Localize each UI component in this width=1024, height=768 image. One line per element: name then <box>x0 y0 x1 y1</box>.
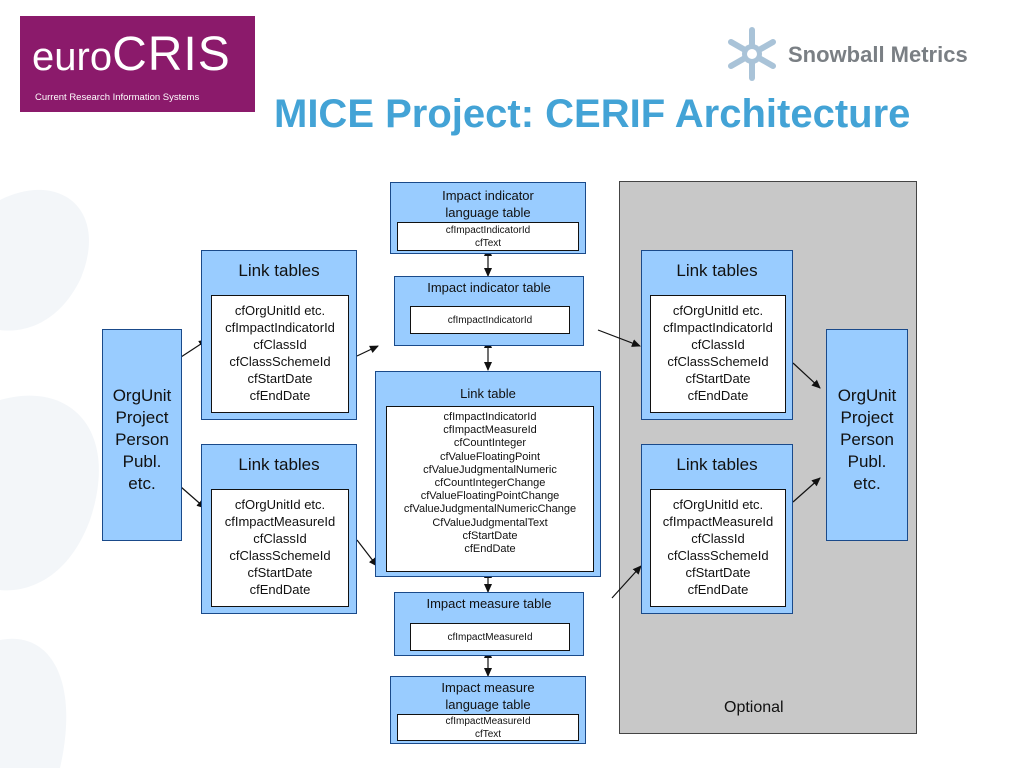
left-link-top-title: Link tables <box>238 261 320 280</box>
snowball-metrics-logo: Snowball Metrics <box>722 24 1012 86</box>
impact-measure-language-table: Impact measure language table cfImpactMe… <box>390 676 586 744</box>
central-link-fields: cfImpactIndicatorId cfImpactMeasureId cf… <box>386 406 594 572</box>
left-link-top-fields: cfOrgUnitId etc. cfImpactIndicatorId cfC… <box>211 295 349 413</box>
right-link-bottom-title: Link tables <box>676 455 758 474</box>
left-link-tables-bottom: Link tables cfOrgUnitId etc. cfImpactMea… <box>201 444 357 614</box>
central-link-table: Link table cfImpactIndicatorId cfImpactM… <box>375 371 601 577</box>
indicator-table-fields: cfImpactIndicatorId <box>410 306 570 334</box>
eurocris-logo: euroCRIS Current Research Information Sy… <box>20 16 255 112</box>
left-link-bottom-title: Link tables <box>238 455 320 474</box>
left-entity-box: OrgUnit Project Person Publ. etc. <box>102 329 182 541</box>
snowflake-icon <box>728 27 776 81</box>
left-link-bottom-fields: cfOrgUnitId etc. cfImpactMeasureId cfCla… <box>211 489 349 607</box>
right-entity-lines: OrgUnit Project Person Publ. etc. <box>837 386 897 493</box>
right-link-top-fields: cfOrgUnitId etc. cfImpactIndicatorId cfC… <box>650 295 786 413</box>
impact-indicator-language-table: Impact indicator language table cfImpact… <box>390 182 586 254</box>
right-entity-box: OrgUnit Project Person Publ. etc. <box>826 329 908 541</box>
indicator-language-fields: cfImpactIndicatorId cfText <box>397 222 579 251</box>
slide-title: MICE Project: CERIF Architecture <box>274 92 911 136</box>
eurocris-brand: euroCRIS <box>32 28 231 81</box>
measure-language-fields: cfImpactMeasureId cfText <box>397 714 579 741</box>
right-link-tables-bottom: Link tables cfOrgUnitId etc. cfImpactMea… <box>641 444 793 614</box>
impact-measure-table: Impact measure table cfImpactMeasureId <box>394 592 584 656</box>
right-link-tables-top: Link tables cfOrgUnitId etc. cfImpactInd… <box>641 250 793 420</box>
right-link-bottom-fields: cfOrgUnitId etc. cfImpactMeasureId cfCla… <box>650 489 786 607</box>
snowball-metrics-name: Snowball Metrics <box>788 42 968 67</box>
left-link-tables-top: Link tables cfOrgUnitId etc. cfImpactInd… <box>201 250 357 420</box>
measure-table-fields: cfImpactMeasureId <box>410 623 570 651</box>
left-entity-lines: OrgUnit Project Person Publ. etc. <box>112 386 172 493</box>
eurocris-tagline: Current Research Information Systems <box>35 92 200 103</box>
impact-indicator-table: Impact indicator table cfImpactIndicator… <box>394 276 584 346</box>
optional-label: Optional <box>724 699 784 716</box>
right-link-top-title: Link tables <box>676 261 758 280</box>
